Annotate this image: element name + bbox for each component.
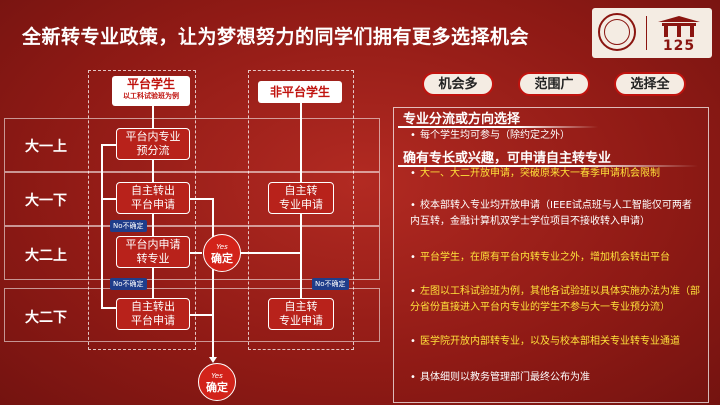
section-heading-2: 确有专长或兴趣，可申请自主转专业 (403, 151, 612, 166)
bullet-item: •具体细则以教务管理部门最终公布为准 (410, 372, 590, 383)
pill-full-choice: 选择全 (614, 72, 686, 96)
node-nonplatform-transfer-2: 自主转 专业申请 (268, 298, 334, 330)
nonplatform-column (248, 70, 354, 350)
connector (101, 198, 116, 200)
node-platform-internal-transfer: 平台内申请 转专业 (116, 236, 190, 268)
bullet-item: •医学院开放内部转专业，以及与校本部相关专业转专业通道 (410, 336, 680, 347)
bullet-item: •校本部转入专业均开放申请（IEEE试点班与人工智能仅可两者内互转，金融计算机双… (410, 200, 692, 227)
bullet-item: •大一、大二开放申请，突破原来大一春季申请机会限制 (410, 168, 660, 179)
no-tag: No不确定 (110, 278, 147, 290)
connector (300, 214, 302, 298)
connector (190, 198, 212, 200)
row-label-4: 大二下 (25, 310, 67, 326)
pill-more-opportunities: 机会多 (422, 72, 494, 96)
platform-column (88, 70, 196, 350)
node-platform-transfer-out-1: 自主转出 平台申请 (116, 182, 190, 214)
connector (152, 106, 154, 128)
row-band-1 (4, 118, 380, 172)
platform-header: 平台学生 以工科试验班为例 (112, 76, 190, 106)
page-title: 全新转专业政策，让为梦想努力的同学们拥有更多选择机会 (22, 26, 530, 48)
university-logo: 125 (592, 8, 712, 58)
no-tag: No不确定 (110, 220, 147, 232)
seal-icon (598, 13, 636, 51)
section-heading-1: 专业分流或方向选择 (403, 112, 521, 127)
arrow-icon (209, 357, 217, 363)
connector (152, 268, 154, 298)
row-band-4 (4, 288, 380, 342)
bullet-item: •每个学生均可参与（除约定之外） (410, 130, 570, 141)
pill-wider-range: 范围广 (518, 72, 590, 96)
row-label-3: 大二上 (25, 248, 67, 264)
row-label-2: 大一下 (25, 193, 67, 209)
node-platform-transfer-out-2: 自主转出 平台申请 (116, 298, 190, 330)
node-nonplatform-transfer-1: 自主转 专业申请 (268, 182, 334, 214)
row-label-1: 大一上 (25, 139, 67, 155)
connector (101, 144, 116, 146)
connector (101, 307, 116, 309)
row-band-3 (4, 226, 380, 280)
no-tag: No不确定 (312, 278, 349, 290)
anniversary-number: 125 (662, 38, 696, 54)
bullet-item: •左图以工科试验班为例，其他各试验班以具体实施办法为准（部分省份直接进入平台内专… (410, 286, 700, 313)
connector (300, 103, 302, 182)
policy-panel (393, 107, 709, 403)
nonplatform-header: 非平台学生 (258, 81, 342, 103)
connector (190, 314, 212, 316)
bullet-item: •平台学生，在原有平台内转专业之外，增加机会转出平台 (410, 252, 670, 263)
connector (152, 214, 154, 236)
connector (152, 160, 154, 182)
connector (212, 198, 214, 358)
connector (232, 252, 300, 254)
row-band-2 (4, 172, 380, 226)
node-platform-prediversion: 平台内专业 预分流 (116, 128, 190, 160)
gate-icon (658, 16, 700, 37)
connector (101, 144, 103, 308)
connector (190, 252, 202, 254)
